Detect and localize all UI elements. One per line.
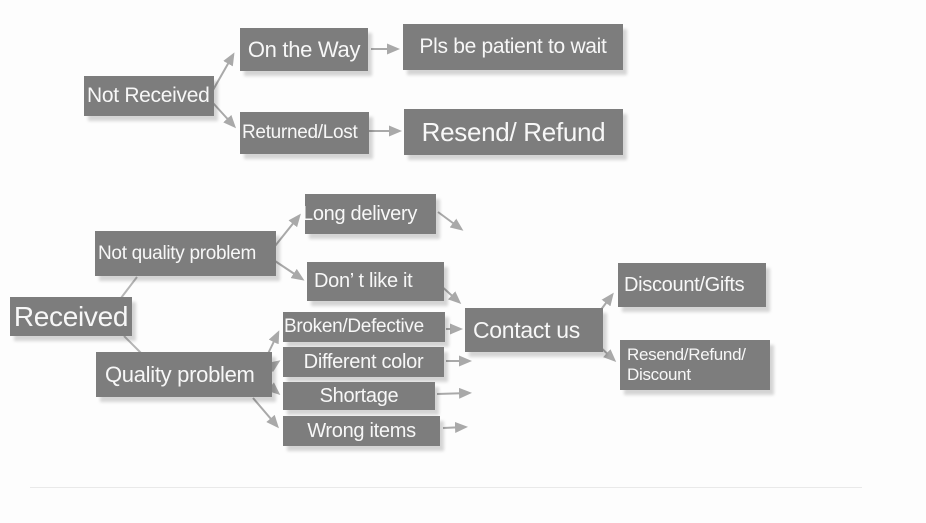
node-label: Different color bbox=[303, 350, 424, 373]
node-discount-gifts: Discount/Gifts bbox=[618, 263, 766, 307]
node-label: Resend/ Refund bbox=[421, 116, 606, 147]
node-shortage: Shortage bbox=[283, 382, 435, 410]
node-label: Returned/Lost bbox=[242, 122, 358, 143]
node-not-received: Not Received bbox=[84, 76, 214, 116]
node-quality-problem: Quality problem bbox=[96, 352, 272, 397]
node-resend-refund: Resend/ Refund bbox=[404, 109, 623, 155]
edge-wrong-to-contact bbox=[442, 421, 468, 433]
edge-long-delivery-to-contact bbox=[437, 211, 464, 231]
node-label: Pls be patient to wait bbox=[419, 35, 607, 58]
node-broken-defective: Broken/Defective bbox=[283, 312, 445, 342]
node-not-quality-problem: Not quality problem bbox=[95, 231, 276, 276]
node-dont-like-it: Don’ t like it bbox=[307, 262, 444, 301]
node-wrong-items: Wrong items bbox=[283, 416, 440, 446]
node-contact-us: Contact us bbox=[465, 308, 603, 352]
node-label: Don’ t like it bbox=[314, 270, 413, 292]
node-resend-refund-discount: Resend/Refund/ Discount bbox=[620, 340, 770, 390]
node-label-line2: Discount bbox=[627, 365, 691, 384]
node-label: Received bbox=[13, 300, 129, 332]
node-pls-be-patient: Pls be patient to wait bbox=[403, 24, 623, 70]
node-different-color: Different color bbox=[283, 347, 444, 377]
node-label-line1: Resend/Refund/ bbox=[627, 344, 746, 364]
node-label: Broken/Defective bbox=[284, 316, 424, 337]
node-label: On the Way bbox=[247, 36, 361, 62]
node-label: Contact us bbox=[473, 316, 580, 343]
node-received: Received bbox=[10, 297, 132, 336]
node-label: Not quality problem bbox=[98, 242, 256, 264]
edge-received-to-not-quality-problem bbox=[120, 276, 138, 299]
edge-not-received-to-returned-lost bbox=[212, 102, 237, 129]
node-label: Wrong items bbox=[307, 419, 416, 442]
edge-not-received-to-on-the-way bbox=[212, 52, 235, 91]
edge-shortage-to-contact bbox=[436, 387, 472, 399]
edge-quality-to-wrong bbox=[252, 397, 279, 429]
node-label: Quality problem bbox=[105, 361, 255, 387]
page-bottom-seam bbox=[30, 487, 862, 488]
edge-not-quality-to-long-delivery bbox=[274, 213, 301, 247]
node-label: Long delivery bbox=[305, 202, 418, 225]
node-returned-lost: Returned/Lost bbox=[240, 112, 369, 154]
node-label: Shortage bbox=[319, 384, 399, 407]
edge-not-quality-to-dont-like bbox=[274, 260, 305, 281]
node-long-delivery: Long delivery bbox=[305, 194, 436, 234]
node-label: Discount/Gifts bbox=[624, 273, 745, 296]
node-on-the-way: On the Way bbox=[240, 28, 368, 71]
node-label: Not Received bbox=[87, 84, 210, 107]
